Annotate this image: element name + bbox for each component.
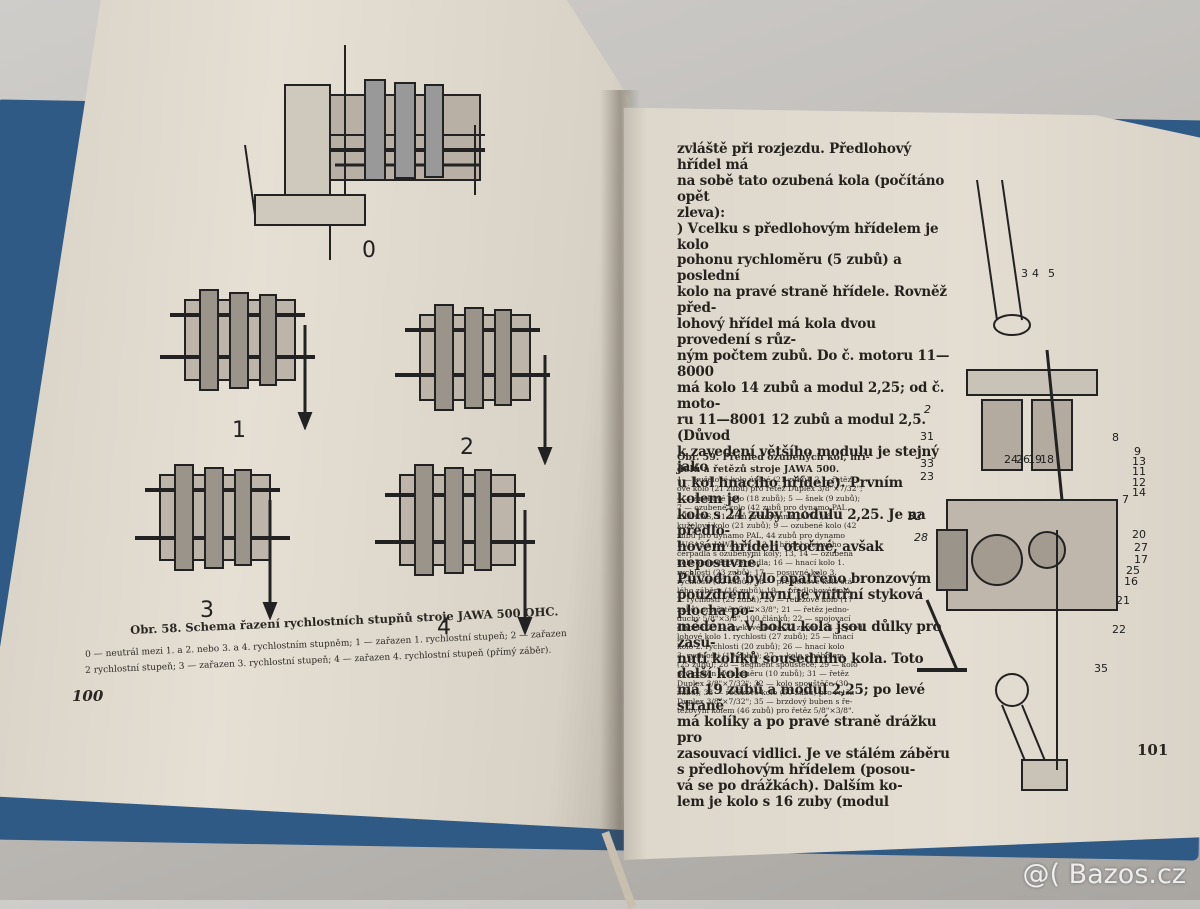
- caption-line: Duplex 3/8"×7/32"; 35 — brzdový buben s …: [677, 697, 853, 707]
- figure-label-3: 3: [200, 598, 214, 623]
- body-line: zleva):: [677, 204, 725, 221]
- body-line: lohový hřídel má kola dvou provedení s r…: [677, 316, 876, 349]
- caption-line: lohové kolo 1. rychlosti (27 zubů); 25 —…: [677, 632, 854, 642]
- part-number: 31: [920, 430, 934, 443]
- part-number: 25: [1126, 564, 1140, 577]
- caption-line: článek; 25 — šnekové kolo (22 zubů); 24 …: [677, 623, 866, 633]
- body-line: má kolíky a po pravé straně drážku pro: [677, 714, 937, 747]
- body-line: zasouvací vidlici. Je ve stálém záběru: [677, 746, 950, 763]
- body-line: kolo na pravé straně hřídele. Rovněž pře…: [677, 284, 947, 317]
- right-page: zvláště při rozjezdu. Předlohový hřídel …: [623, 107, 1200, 860]
- part-number: 18: [1040, 453, 1054, 466]
- body-line: vá se po drážkách). Dalším ko-: [677, 777, 903, 794]
- caption-line: 7 — ozubené kolo (42 zubů pro dynamo PAL: [677, 502, 847, 512]
- caption-line: čerpadla s ozubenými koly; 13, 14 — ozub…: [677, 549, 854, 559]
- left-page-number: 100: [72, 687, 104, 705]
- left-page: 0 1: [0, 0, 630, 830]
- part-number: 28: [914, 531, 928, 544]
- part-number: 11: [1132, 465, 1146, 478]
- part-number: 5: [1048, 267, 1055, 280]
- caption-line: pro pohon rychloměru (10 zubů); 31 — řet…: [677, 669, 849, 679]
- part-number: 32: [908, 510, 922, 523]
- body-line: na sobě tato ozubená kola (počítáno opět: [677, 172, 945, 205]
- figure-59-caption-title-2: delů a řetězů stroje JAWA 500.: [677, 463, 840, 475]
- part-number: 23: [920, 470, 934, 483]
- body-line: měděna. V boku kola jsou důlky pro zasu-: [677, 618, 942, 651]
- gearbox-diagram-4: [375, 464, 535, 635]
- figure-label-1: 1: [232, 418, 246, 443]
- body-line: má kolo 14 zubů a modul 2,25; od č. moto…: [677, 379, 945, 412]
- part-number: 33: [920, 457, 934, 470]
- body-line: nutí kolíků sousedního kola. Toto další …: [677, 650, 924, 683]
- caption-line: 4 — šnekové kolo (18 zubů); 5 — šnek (9 …: [677, 493, 861, 503]
- body-line: Původně bylo opatřeno bronzovým: [677, 570, 931, 587]
- caption-line: 1 — kuželové kolo úplné (21 zubů); 2 — ř…: [677, 475, 855, 485]
- caption-line: Duplex 3/8"×7/32"; 32 — kolo spouštěče (…: [677, 678, 849, 688]
- body-line: lem je kolo s 16 zuby (modul: [677, 793, 889, 810]
- caption-line: kolo 2. rychlosti (20 zubů); 26 — hnací …: [677, 641, 845, 651]
- caption-line: 2. rychlosti (23 zubů); 20 — řetězové ko…: [677, 595, 853, 605]
- part-number: 4: [1032, 267, 1039, 280]
- part-number: 24: [1004, 453, 1018, 466]
- body-line: s předlohovým hřídelem (posou-: [677, 761, 916, 778]
- figure-label-4: 4: [437, 615, 451, 640]
- part-number: 9: [1134, 445, 1141, 458]
- watermark: @( Bazos.cz: [1022, 859, 1186, 890]
- body-line: zvláště při rozjezdu. Předlohový hřídel …: [677, 141, 912, 173]
- caption-line: (25 zubů); 28 — segment spouštěče; 29 — …: [677, 660, 858, 670]
- gearbox-diagram-0: [244, 45, 485, 260]
- part-number: 19: [1028, 453, 1042, 466]
- caption-line: zubů) pro řetěz 5/8"×3/8"; 21 — řetěz je…: [677, 604, 850, 614]
- body-line: ným počtem zubů. Do č. motoru 11—8000: [677, 347, 950, 380]
- caption-line: 3. rychlosti (19 zubů); 27 — kolo s nábo…: [677, 650, 845, 660]
- part-number: 20: [1132, 528, 1146, 541]
- caption-line: rychlosti (23 zubů); 17 — posuvné kolo 3…: [677, 567, 837, 577]
- figure-label-0: 0: [362, 238, 376, 263]
- body-line: k zavedení většího modulu je stejný jako: [677, 443, 939, 476]
- gearbox-diagram-3: [135, 464, 290, 620]
- caption-line: zubů pro dynamo PAL, 44 zubů pro dynamo: [677, 530, 846, 540]
- caption-line: duchý 5/8"×3/8", 100 článků; 22 — spojov…: [677, 613, 851, 623]
- part-number: 3: [1021, 267, 1028, 280]
- part-number: 14: [1132, 486, 1146, 499]
- caption-line: lého záběru (16 zubů); 19 — předlohové k…: [677, 586, 850, 596]
- caption-line: tězovým kolem (46 zubů) pro řetěz 5/8"×3…: [677, 706, 854, 716]
- caption-line: rychlosti (22 zubů); 18 — předlohové kol…: [677, 576, 855, 586]
- gearbox-diagram-2: [395, 304, 553, 465]
- body-line: ru 11—8001 12 zubů a modul 2,5. (Důvod: [677, 411, 926, 444]
- body-line: pouzdrem, nyní je vnitřní styková plocha…: [677, 586, 924, 619]
- part-number: 17: [1134, 553, 1148, 566]
- part-number: 21: [1116, 594, 1130, 607]
- part-number: 7: [1122, 493, 1129, 506]
- body-line: hovém hřídeli otočné, avšak neposuvné.: [677, 539, 884, 571]
- body-line: pohonu rychloměru (5 zubů) a poslední: [677, 252, 902, 285]
- part-number: 35: [1094, 662, 1108, 675]
- part-number: 16: [1124, 575, 1138, 588]
- body-line: u kol hnacího hřídele). Prvním kolem je: [677, 475, 903, 508]
- caption-line: zubů); 33 — řetězové kolo (50 zubů) pro …: [677, 687, 854, 697]
- right-page-body-text: zvláště při rozjezdu. Předlohový hřídel …: [677, 141, 952, 811]
- figure-59-caption: Obr. 59. Přehled ozubených kol, hří- del…: [677, 452, 907, 716]
- caption-line: kola olejového čerpadla; 16 — hnací kolo…: [677, 558, 845, 568]
- part-number: 12: [1132, 476, 1146, 489]
- part-number: 27: [1134, 541, 1148, 554]
- engine-gear-diagram: [917, 179, 1118, 791]
- figure-59-caption-title: Obr. 59. Přehled ozubených kol, hří-: [677, 452, 870, 463]
- body-line: má 19 zubů a modul 2,25; po levé straně: [677, 682, 925, 715]
- caption-line: a LUCAS, 21 zubů pro dynamo JAWA); 8 —: [677, 512, 842, 522]
- part-number: 22: [1112, 623, 1126, 636]
- part-number: 8: [1112, 431, 1119, 444]
- body-line: kolo s 24 zuby modulu 2,25. Je na předlo…: [677, 507, 926, 540]
- part-number: 13: [1132, 455, 1146, 468]
- body-line: ) Vcelku s předlohovým hřídelem je kolo: [677, 220, 939, 253]
- figure-label-2: 2: [460, 435, 474, 460]
- part-number: 2: [924, 403, 931, 416]
- caption-line: kuželové kolo (21 zubů); 9 — ozubené kol…: [677, 521, 857, 531]
- part-number: 26: [1016, 453, 1030, 466]
- right-page-number: 101: [1137, 741, 1169, 759]
- gearbox-diagram-1: [160, 289, 315, 430]
- caption-line: ové kolo (21 zubů) pro řetěz Duplex 3/8"…: [677, 484, 863, 494]
- caption-line: LUCAS a JAWA); 11, 12 — hřídel olejového: [677, 539, 842, 549]
